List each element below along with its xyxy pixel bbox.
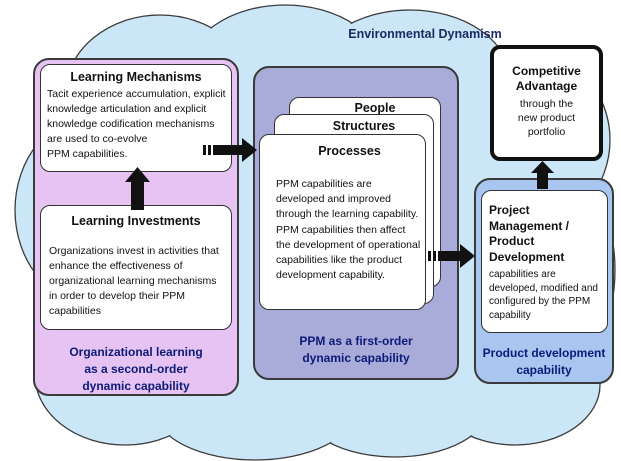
competitive-advantage-box: Competitive Advantage through the new pr…: [490, 45, 603, 161]
product-development-text: capabilities are developed, modified and…: [489, 269, 598, 321]
processes-text: PPM capabilities are developed and impro…: [276, 178, 421, 282]
ppm-panel-footer: PPM as a first-order dynamic capability: [299, 334, 413, 365]
learning-investments-text: Organizations invest in activities that …: [49, 245, 219, 317]
structures-title: Structures: [332, 119, 396, 133]
arrow-ppm-to-product-development: [428, 244, 475, 268]
product-development-footer: Product development capability: [482, 346, 606, 377]
learning-investments-title: Learning Investments: [71, 214, 201, 228]
learning-investments-card: Learning Investments Organizations inves…: [40, 205, 232, 330]
product-development-card: Project Management / Product Development…: [481, 190, 608, 333]
learning-panel-footer: Organizational learning as a second-orde…: [69, 345, 203, 393]
product-development-title: Project Management / Product Development: [489, 203, 570, 264]
learning-mechanisms-text: Tacit experience accumulation, explicit …: [47, 88, 226, 160]
learning-mechanisms-title: Learning Mechanisms: [70, 70, 202, 84]
competitive-advantage-text: through the new product portfolio: [517, 98, 576, 138]
people-title: People: [354, 101, 396, 115]
learning-mechanisms-card: Learning Mechanisms Tacit experience acc…: [40, 64, 232, 172]
environment-label: Environmental Dynamism: [348, 27, 502, 41]
processes-title: Processes: [318, 144, 381, 158]
arrow-product-development-to-competitive-advantage: [531, 161, 554, 189]
arrow-investments-to-mechanisms: [125, 167, 150, 210]
arrow-learning-to-ppm: [203, 138, 257, 162]
processes-card: Processes PPM capabilities are developed…: [259, 134, 426, 310]
competitive-advantage-title: Competitive Advantage: [512, 64, 581, 93]
